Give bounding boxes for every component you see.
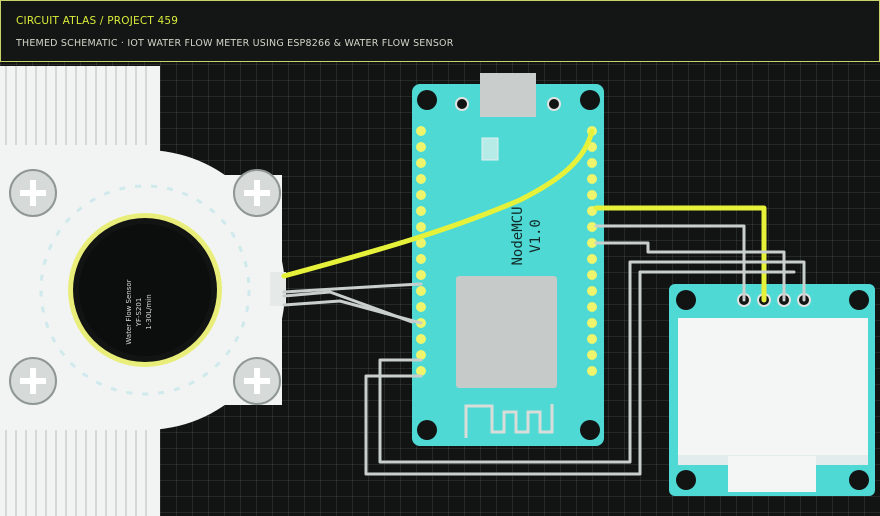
nodemcu-board[interactable]: NodeMCU V1.0 (412, 73, 604, 446)
sensor-label-line-3: 1-30L/min (145, 294, 153, 329)
antenna-icon (464, 404, 554, 438)
wire-signal-yellow[interactable] (281, 128, 767, 303)
board-label-line-2: V1.0 (528, 219, 544, 253)
sensor-label-line-1: Water Flow Sensor (125, 279, 133, 344)
wire-gray[interactable] (282, 224, 806, 476)
header-bar: CIRCUIT ATLAS / PROJECT 459 THEMED SCHEM… (0, 0, 880, 62)
screw-icon (9, 357, 57, 405)
oled-display[interactable] (669, 284, 875, 496)
page-subtitle: THEMED SCHEMATIC · IOT WATER FLOW METER … (16, 38, 454, 49)
screw-icon (233, 169, 281, 217)
screw-icon (233, 357, 281, 405)
board-label-line-1: NodeMCU (510, 206, 526, 265)
sensor-label-line-2: YF-S201 (135, 298, 143, 328)
screw-icon (9, 169, 57, 217)
breadcrumb[interactable]: CIRCUIT ATLAS / PROJECT 459 (16, 15, 179, 27)
water-flow-sensor[interactable]: Water Flow Sensor YF-S201 1-30L/min (0, 66, 286, 516)
